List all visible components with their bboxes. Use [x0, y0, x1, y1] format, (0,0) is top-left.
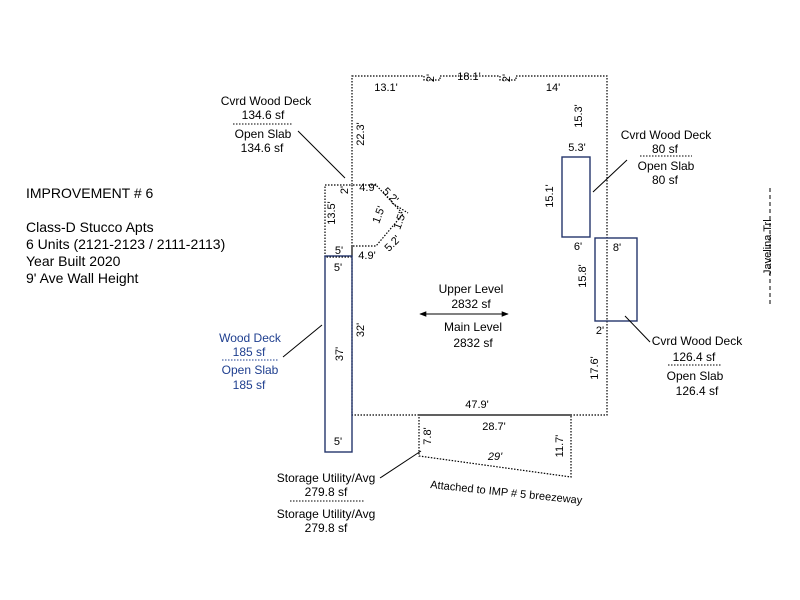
dim-storage-right: 11.7'	[554, 435, 566, 458]
dim-wood-deck-top: 5'	[334, 262, 342, 274]
left-top-deck-area: 134.6 sf	[242, 108, 285, 122]
dim-right-small: 2'	[596, 325, 604, 337]
dim-top-notch-left: 2'	[425, 74, 437, 82]
right-bottom-deck-area: 126.4 sf	[673, 350, 716, 364]
right-top-deck-area: 80 sf	[652, 142, 679, 156]
improvement-title: IMPROVEMENT # 6	[26, 185, 154, 201]
dim-right-deck-side: 15.1'	[544, 184, 556, 208]
leader-wood-deck	[282, 324, 323, 358]
dim-right-mid: 15.8'	[577, 264, 589, 288]
dim-left-upper: 22.3'	[355, 122, 367, 146]
right-bottom-deck-label: Cvrd Wood Deck	[652, 334, 743, 348]
dim-wood-deck-side: 37'	[334, 347, 346, 361]
wood-deck-outline	[324, 255, 353, 453]
left-top-deck-label: Cvrd Wood Deck	[221, 94, 312, 108]
right-bottom-deck-label2: Open Slab	[667, 369, 724, 383]
right-top-deck-label: Cvrd Wood Deck	[621, 128, 712, 142]
wood-deck-area2: 185 sf	[233, 378, 266, 392]
main-level-area: 2832 sf	[453, 336, 493, 350]
dim-bottom: 47.9'	[465, 399, 489, 411]
main-level-label: Main Level	[444, 320, 502, 334]
dim-notch-small: 2'	[339, 186, 351, 194]
storage-label2: Storage Utility/Avg	[277, 507, 376, 521]
leader-left-top-deck	[297, 130, 346, 179]
right-top-deck-label2: Open Slab	[638, 159, 695, 173]
dim-top-right: 14'	[546, 82, 560, 94]
dim-right-deck-top: 5.3'	[568, 142, 585, 154]
dim-right-lower: 17.6'	[589, 356, 601, 380]
dim-diag-small2: 1.5'	[392, 211, 409, 231]
storage-outline	[418, 414, 572, 478]
wood-deck-label2: Open Slab	[222, 363, 279, 377]
leader-storage	[379, 450, 422, 479]
storage-area: 279.8 sf	[305, 485, 348, 499]
dim-wood-deck-bottom: 5'	[334, 436, 342, 448]
dim-diag1: 5.2'	[380, 185, 401, 206]
wood-deck-label: Wood Deck	[219, 331, 282, 345]
dim-left-deck-bottom: 5'	[335, 245, 343, 257]
leader-right-top-deck	[592, 159, 628, 193]
left-top-deck-area2: 134.6 sf	[241, 141, 284, 155]
right-bottom-deck-outline	[594, 237, 638, 322]
dim-right-bottom-deck-top: 8'	[613, 242, 621, 254]
dim-top-notch-right: 2'	[501, 74, 513, 82]
dim-storage-top: 28.7'	[482, 421, 506, 433]
left-top-deck-label2: Open Slab	[235, 127, 292, 141]
improvement-class: Class-D Stucco Apts	[26, 219, 154, 235]
right-bottom-deck-area2: 126.4 sf	[676, 384, 719, 398]
dim-right-upper: 15.3'	[573, 104, 585, 128]
main-building-outline	[351, 75, 608, 416]
road-label: Javelina Trl	[762, 219, 774, 275]
dim-diag-small: 1.5'	[371, 205, 388, 225]
dim-notch-bottom: 4.9'	[358, 250, 375, 262]
notch-diagonal-inner	[391, 202, 409, 214]
right-top-deck-area2: 80 sf	[652, 173, 679, 187]
upper-level-label: Upper Level	[439, 282, 504, 296]
leader-right-bottom-deck	[624, 315, 651, 343]
dim-right-gap: 6'	[574, 241, 582, 253]
wood-deck-area: 185 sf	[233, 345, 266, 359]
dim-left-deck-side: 13.5'	[326, 201, 338, 225]
attached-note: Attached to IMP # 5 breezeway	[430, 479, 584, 507]
improvement-year: Year Built 2020	[26, 253, 121, 269]
left-top-deck-outline	[324, 184, 353, 258]
dim-storage-bottom: 29'	[487, 451, 503, 463]
dim-diag2: 5.2'	[382, 233, 403, 254]
improvement-wall-height: 9' Ave Wall Height	[26, 270, 139, 286]
storage-label: Storage Utility/Avg	[277, 471, 376, 485]
dim-notch-top: 4.9'	[359, 182, 376, 194]
right-top-deck-outline	[561, 156, 591, 238]
dim-top-left: 13.1'	[374, 82, 398, 94]
dim-main-left-lower: 32'	[355, 323, 367, 337]
storage-area2: 279.8 sf	[305, 521, 348, 535]
dim-top-mid: 18.1'	[457, 71, 481, 83]
upper-level-area: 2832 sf	[451, 297, 491, 311]
dim-storage-left: 7.8'	[422, 427, 434, 444]
improvement-units: 6 Units (2121-2123 / 2111-2113)	[26, 236, 225, 252]
